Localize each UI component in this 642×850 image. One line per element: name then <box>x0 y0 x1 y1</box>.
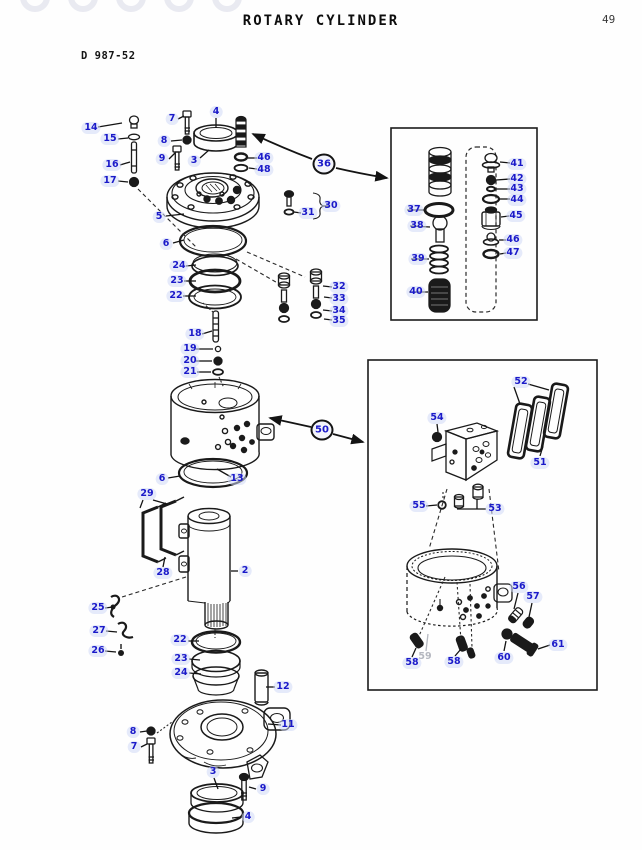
manifold-valve-block <box>431 422 500 482</box>
page-number: 49 <box>602 13 616 26</box>
binder-holes <box>20 0 242 12</box>
assembly-guide-lines <box>121 188 500 734</box>
bolt-7-nut-8-bolt-9 <box>172 110 192 171</box>
cylinder-head-flange-5 <box>166 172 260 229</box>
valve-detail-dashed-group <box>465 146 497 313</box>
manifold-detail-inset-box <box>367 359 598 691</box>
manifold-small-parts-53-55 <box>431 431 484 510</box>
clips-25-27-pin-26 <box>110 594 134 656</box>
valve-detail-parts <box>423 146 455 313</box>
bolt-7-nut-8-lower <box>146 726 156 764</box>
o-ring-6-lower <box>177 457 249 489</box>
brackets-28-29 <box>141 496 185 564</box>
page-title: ROTARY CYLINDER <box>242 13 400 29</box>
ref-arrow-36 <box>251 133 389 182</box>
check-valve-stack-left <box>277 272 291 323</box>
relief-valve-36-target <box>233 115 249 173</box>
manifold-plugs-56-61 <box>409 607 539 659</box>
ref-arrow-50 <box>268 415 365 445</box>
seal-rings-24-23-22 <box>188 253 242 310</box>
valve-fittings-41-47 <box>481 152 501 260</box>
piston-2 <box>178 507 231 630</box>
check-valve-stack-right-32-35 <box>309 268 323 319</box>
end-housing-11 <box>169 699 291 780</box>
manifold-cylinder <box>406 548 513 627</box>
bolt-9-lower <box>238 772 250 801</box>
seal-cup-3-4 <box>193 124 239 152</box>
bolt-30-washer-31 <box>283 190 325 220</box>
gasket-frames-51-52 <box>506 382 570 460</box>
drawing-code: D 987-52 <box>81 50 136 62</box>
pin-18-ball-20-rings-19-21 <box>212 310 224 376</box>
rotary-cylinder-body <box>170 378 275 471</box>
pin-washer-parts-14-17 <box>127 115 141 188</box>
seal-cups-3-4-lower <box>187 783 245 834</box>
valve-detail-inset-box <box>390 127 538 321</box>
seal-rings-22-23-24-lower <box>190 630 242 696</box>
